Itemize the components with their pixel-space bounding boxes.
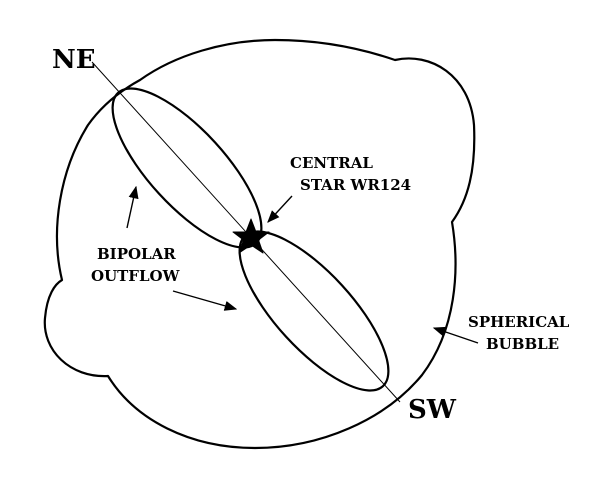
arrow-bipolar-lower xyxy=(172,290,238,311)
arrow-central-star xyxy=(267,195,293,223)
label-spherical-line1: SPHERICAL xyxy=(468,313,570,331)
label-central-line2: STAR WR124 xyxy=(300,176,411,194)
label-spherical-line2: BUBBLE xyxy=(486,335,559,353)
arrow-spherical-bubble xyxy=(432,326,479,344)
label-central-line1: CENTRAL xyxy=(290,154,373,172)
star-icon xyxy=(232,218,270,254)
label-sw: SW xyxy=(408,395,457,425)
label-ne: NE xyxy=(52,45,96,75)
label-bipolar-line1: BIPOLAR xyxy=(97,245,176,263)
spherical-bubble-outline xyxy=(43,38,476,450)
arrow-bipolar-upper xyxy=(126,185,139,229)
label-bipolar-line2: OUTFLOW xyxy=(91,267,181,285)
